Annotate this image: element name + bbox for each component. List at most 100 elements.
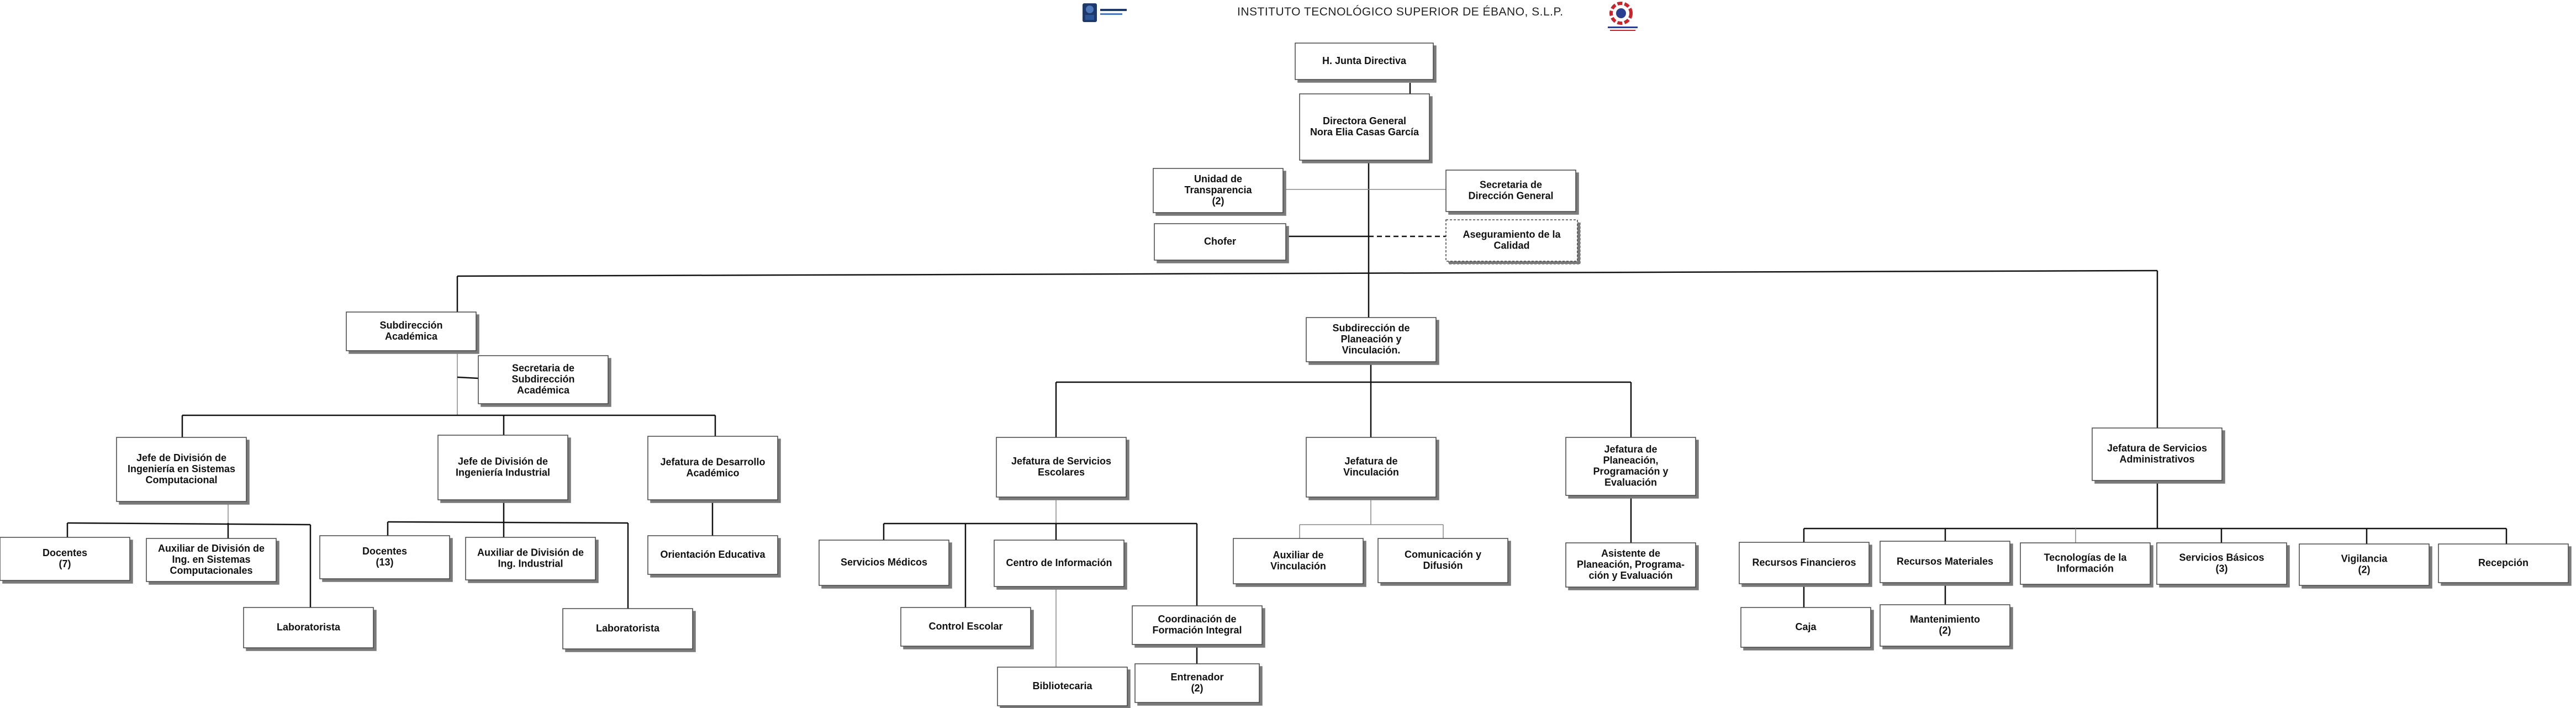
org-node-centro-info: Centro de Información: [994, 540, 1125, 587]
org-node-label: Comunicación y: [1405, 549, 1481, 560]
org-node-caja: Caja: [1740, 607, 1871, 648]
org-node-label: Recursos Materiales: [1897, 556, 1993, 567]
org-node-box: [346, 311, 477, 351]
org-node-box: [1306, 317, 1437, 362]
org-node-label: Orientación Educativa: [660, 549, 766, 560]
org-node-label: Información: [2057, 563, 2114, 574]
org-node-docentes-7: Docentes(7): [0, 537, 130, 581]
org-node-box: [647, 535, 778, 575]
org-node-label: Mantenimiento: [1910, 614, 1980, 625]
org-node-vigilancia: Vigilancia(2): [2299, 543, 2430, 586]
org-node-label: Control Escolar: [928, 621, 1002, 632]
org-node-label: Planeación y: [1340, 334, 1401, 345]
org-node-label: Laboratorista: [596, 623, 660, 634]
org-node-label: Vigilancia: [2341, 553, 2388, 564]
org-node-label: Auxiliar de: [1273, 550, 1323, 561]
org-node-box: [994, 540, 1125, 587]
org-node-label: Recursos Financieros: [1752, 557, 1856, 568]
org-node-label: Jefe de División de: [458, 456, 548, 467]
org-node-box: [2092, 427, 2223, 481]
org-node-box: [116, 437, 247, 502]
org-node-label: (7): [59, 558, 71, 569]
org-node-label: Subdirección: [379, 320, 442, 331]
org-node-label: Evaluación: [1604, 477, 1657, 488]
org-node-label: Académica: [517, 385, 570, 396]
org-node-label: Recepción: [2478, 557, 2529, 568]
org-node-junta: H. Junta Directiva: [1295, 43, 1434, 80]
org-node-label: Calidad: [1493, 240, 1529, 251]
org-node-box: [2299, 543, 2430, 586]
org-node-label: Secretaria de: [1480, 179, 1542, 191]
org-node-label: Docentes: [362, 546, 407, 557]
org-node-label: Auxiliar de División de: [158, 543, 265, 554]
org-node-label: Difusión: [1423, 560, 1463, 571]
org-node-box: [1233, 538, 1364, 584]
org-node-mantenimiento: Mantenimiento(2): [1880, 604, 2010, 647]
org-node-label: Subdirección: [511, 374, 574, 385]
org-node-label: Secretaria de: [512, 363, 574, 374]
org-node-label: Académica: [385, 331, 438, 342]
org-node-serv-basicos: Servicios Básicos(3): [2156, 542, 2287, 585]
org-node-box: [1153, 168, 1284, 213]
org-node-label: Programación y: [1593, 466, 1668, 477]
org-node-label: Docentes: [43, 547, 87, 558]
org-node-label: (2): [2358, 564, 2371, 575]
org-node-label: H. Junta Directiva: [1322, 55, 1407, 66]
org-node-box: [0, 537, 130, 581]
org-node-box: [1880, 541, 2010, 583]
connector-lines: [66, 83, 2508, 667]
org-node-box: [1295, 43, 1434, 80]
org-node-label: Centro de Información: [1006, 557, 1112, 568]
org-node-box: [437, 435, 568, 500]
org-node-label: (13): [376, 557, 393, 568]
org-node-label: Vinculación.: [1342, 345, 1401, 356]
org-node-box: [465, 537, 596, 580]
tecnm-logo: [1608, 2, 1638, 31]
org-node-box: [1306, 437, 1437, 498]
org-node-label: Transparencia: [1184, 184, 1252, 196]
org-node-label: Unidad de: [1194, 173, 1242, 184]
org-node-box: [1880, 604, 2010, 647]
org-node-label: Aseguramiento de la: [1463, 229, 1561, 240]
org-node-box: [1299, 93, 1430, 161]
org-node-box: [1565, 437, 1696, 496]
org-node-box: [1132, 605, 1263, 645]
org-node-box: [146, 538, 277, 582]
org-node-bibliotecaria: Bibliotecaria: [997, 667, 1128, 706]
org-node-box: [243, 607, 374, 648]
org-node-label: Jefe de División de: [136, 452, 226, 463]
org-node-box: [478, 355, 609, 404]
org-node-label: Jefatura de: [1344, 456, 1397, 467]
institute-logo: [1083, 3, 1127, 22]
org-node-box: [2020, 542, 2151, 585]
page-title: INSTITUTO TECNOLÓGICO SUPERIOR DE ÉBANO,…: [1237, 6, 1564, 18]
org-node-label: Directora General: [1323, 115, 1406, 126]
org-node-label: Jefatura de Desarrollo: [660, 457, 765, 468]
org-node-rec-financieros: Recursos Financieros: [1739, 542, 1870, 584]
org-node-box: [1377, 538, 1508, 583]
org-node-control-escolar: Control Escolar: [900, 607, 1031, 647]
org-node-entrenador: Entrenador(2): [1134, 663, 1260, 703]
org-node-box: [2438, 543, 2569, 583]
org-node-lab-sistemas: Laboratorista: [243, 607, 374, 648]
org-node-label: Jefatura de: [1604, 444, 1657, 455]
org-node-label: Jefatura de Servicios: [2107, 443, 2207, 454]
org-node-recepcion: Recepción: [2438, 543, 2569, 583]
org-node-label: Servicios Básicos: [2179, 552, 2264, 563]
